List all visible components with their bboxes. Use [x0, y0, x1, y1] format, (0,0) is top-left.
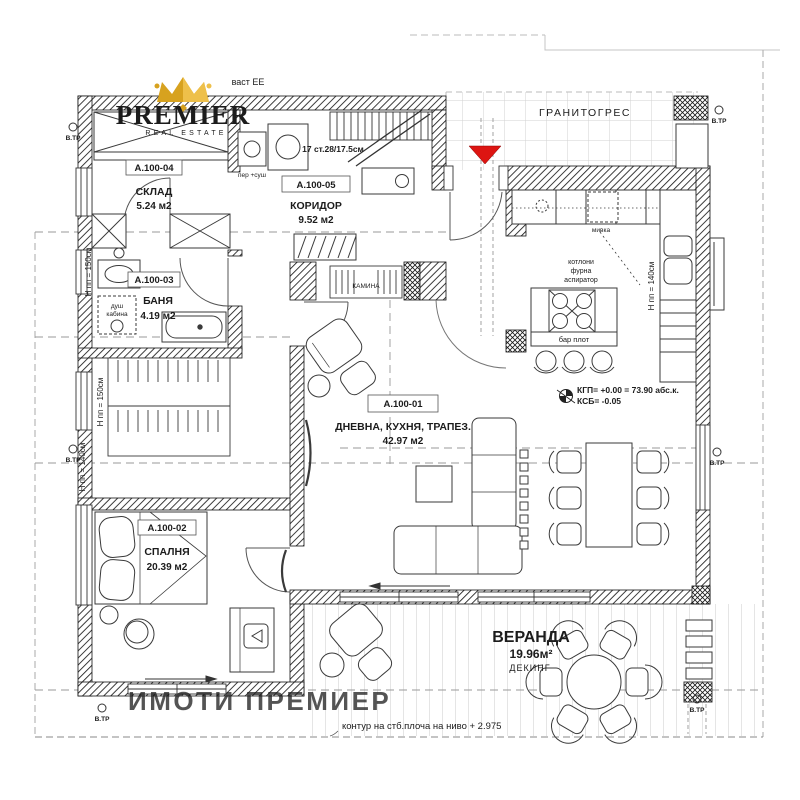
parapet-height-140: Н пп = 140см	[647, 262, 656, 311]
slab-note: контур на стб.плоча на ниво + 2.975	[342, 721, 501, 732]
room-name: СКЛАД	[136, 186, 173, 198]
room-area: 5.24 м2	[136, 201, 172, 212]
kitchen	[511, 123, 725, 383]
room-area: 42.97 м2	[383, 436, 424, 447]
wardrobe	[107, 357, 231, 457]
veranda-name: ВЕРАНДА	[492, 629, 570, 646]
hob-label: котлони	[568, 259, 594, 266]
room-id: А.100-01	[383, 399, 423, 410]
crown-icon	[154, 77, 212, 112]
premier-logo: PREMIER REAL ESTATE	[116, 77, 251, 137]
veranda-area: 19.96м²	[510, 647, 553, 661]
room-name: КОРИДОР	[290, 200, 342, 212]
hood-label: аспиратор	[564, 277, 598, 284]
parapet-height-150: Н пп = 150см	[96, 378, 105, 427]
bathroom-fixtures	[97, 247, 227, 343]
vtr-label: В.ТР	[66, 457, 81, 464]
room-area: 9.52 м2	[298, 215, 334, 226]
veranda-furniture	[319, 603, 713, 744]
vtr-label: В.ТР	[690, 707, 705, 714]
part-label: васт ЕЕ	[232, 77, 265, 87]
fireplace-label: КАМИНА	[352, 283, 380, 290]
level-text-2: КСБ= -0.05	[577, 396, 621, 406]
room-name: БАНЯ	[143, 295, 173, 307]
vtr-label: В.ТР	[66, 135, 81, 142]
vtr-markers: В.ТР В.ТР В.ТР В.ТР В.ТР В.ТР	[66, 105, 727, 723]
room-area: 20.39 м2	[147, 562, 188, 573]
stairs-label: 17 ст.28/17.5см	[302, 144, 364, 154]
labels: А.100-04 СКЛАД 5.24 м2 А.100-05 КОРИДОР …	[78, 77, 679, 732]
vtr-label: В.ТР	[710, 460, 725, 467]
slab-note-leader	[329, 730, 339, 737]
washer-dryer-label: пер +суш	[238, 172, 266, 179]
room-id-boxes	[125, 159, 439, 536]
living-furniture	[304, 318, 670, 575]
room-id: А.100-04	[134, 163, 174, 174]
slab-contour-lines	[34, 34, 780, 738]
slide-arrows	[145, 582, 450, 683]
stairs	[329, 109, 433, 167]
vtr-label: В.ТР	[95, 716, 110, 723]
room-area: 4.19 м2	[140, 311, 176, 322]
watermark-text: ИМОТИ ПРЕМИЕР	[128, 686, 391, 716]
shower-label-2: кабина	[106, 310, 128, 318]
storage-furniture	[91, 111, 415, 261]
room-id: А.100-05	[296, 180, 336, 191]
sink-label: мивка	[592, 227, 611, 234]
level-datum-icon	[556, 389, 576, 404]
bar-label: бар плот	[559, 335, 590, 344]
room-name: СПАЛНЯ	[144, 546, 189, 558]
oven-label: фурна	[571, 268, 592, 275]
tiles-label: ГРАНИТОГРЕС	[539, 107, 631, 119]
logo-tagline: REAL ESTATE	[145, 130, 226, 137]
room-id: А.100-03	[134, 275, 173, 286]
fireplace	[329, 265, 403, 299]
logo-brand: PREMIER	[116, 100, 251, 130]
level-text-1: КГП= +0.00 = 73.90 абс.к.	[577, 385, 679, 395]
entrance-marker-icon	[468, 145, 502, 165]
shower-label-1: душ	[111, 303, 123, 310]
veranda-finish: ДЕКИНГ	[509, 663, 550, 673]
vtr-label: В.ТР	[712, 118, 727, 125]
parapet-height-140: Н пп = 140см	[78, 443, 87, 492]
parapet-height-150: Н пп = 150см	[84, 248, 93, 297]
room-name: ДНЕВНА, КУХНЯ, ТРАПЕЗ.	[335, 421, 471, 433]
windows	[75, 165, 711, 695]
room-id: А.100-02	[147, 523, 186, 534]
bedroom-furniture	[94, 511, 288, 673]
